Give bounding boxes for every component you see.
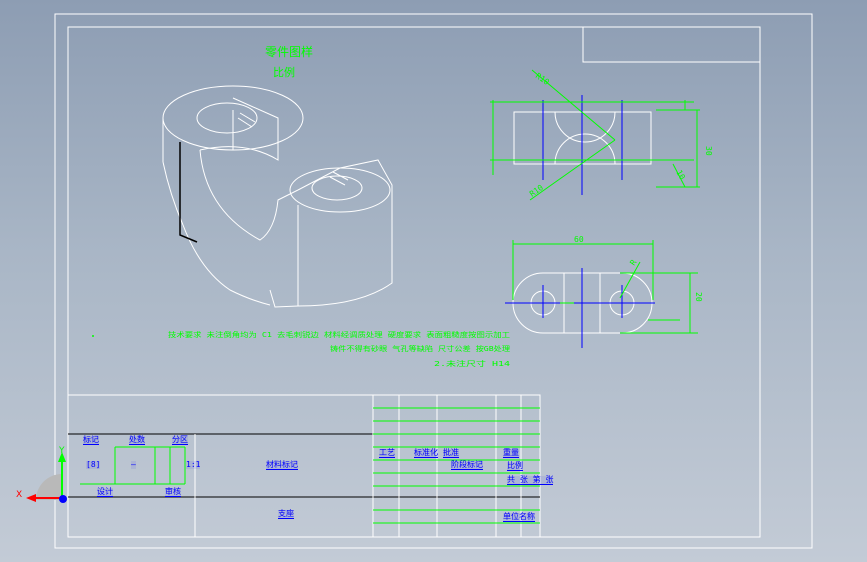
tb-label-mark: 标记 bbox=[83, 435, 99, 445]
tech-note-2: 铸件不得有砂眼 气孔等缺陷 尺寸公差 按GB处理 bbox=[330, 344, 510, 353]
tb-label-zone: 分区 bbox=[172, 435, 188, 445]
dot-marker bbox=[92, 335, 94, 337]
drawing-scale: 比例 bbox=[273, 65, 295, 79]
corner-code-box bbox=[582, 26, 761, 63]
tb-bracket: [8] bbox=[86, 460, 101, 469]
outer-border bbox=[54, 13, 813, 549]
tb-label-std: 标准化 bbox=[414, 448, 438, 458]
dim-width: 60 bbox=[574, 235, 584, 244]
top-view[interactable]: 60 20 R bbox=[505, 235, 703, 348]
tech-note-3: 2.未注尺寸 H14 bbox=[434, 359, 510, 368]
tb-label-design: 设计 bbox=[97, 487, 113, 497]
drawing-title: 零件图样 bbox=[265, 44, 313, 59]
tb-label-ratio: 比例 bbox=[507, 461, 523, 471]
front-view[interactable]: R10 R10 30 10 bbox=[490, 69, 713, 201]
ucs-x-label: X bbox=[16, 490, 22, 500]
ucs-y-label: Y bbox=[58, 446, 65, 456]
dim-r-bot: R10 bbox=[528, 183, 545, 199]
dim-ht2: 20 bbox=[694, 292, 703, 302]
tb-dash: — bbox=[131, 460, 136, 469]
tb-label-weight: 重量 bbox=[503, 448, 519, 458]
tb-label-stage: 阶段标记 bbox=[451, 460, 483, 470]
tb-label-process: 工艺 bbox=[379, 448, 395, 458]
dim-height: 30 bbox=[704, 146, 713, 156]
dim-r-end: R bbox=[628, 258, 638, 267]
tb-label-review: 审核 bbox=[165, 487, 181, 497]
tb-material: 材料标记 bbox=[266, 460, 298, 470]
isometric-view[interactable] bbox=[162, 85, 393, 308]
tb-part-name: 支座 bbox=[278, 509, 294, 519]
tb-label-approve: 批准 bbox=[443, 448, 459, 458]
iso-hidden-edge bbox=[179, 142, 198, 243]
tb-scale-val: 1:1 bbox=[186, 460, 201, 469]
tb-label-count: 处数 bbox=[129, 435, 145, 445]
tech-note-1: 技术要求 未注倒角均为 C1 去毛刺锐边 材料经调质处理 硬度要求 表面粗糙度按… bbox=[168, 330, 510, 339]
dim-r-top: R10 bbox=[534, 71, 551, 87]
ucs-icon: Y X bbox=[16, 446, 67, 503]
tb-company: 单位名称 bbox=[503, 512, 535, 522]
dim-side: 10 bbox=[674, 169, 687, 182]
title-block bbox=[67, 394, 541, 538]
tb-sheet: 共 张 第 张 bbox=[507, 475, 554, 485]
